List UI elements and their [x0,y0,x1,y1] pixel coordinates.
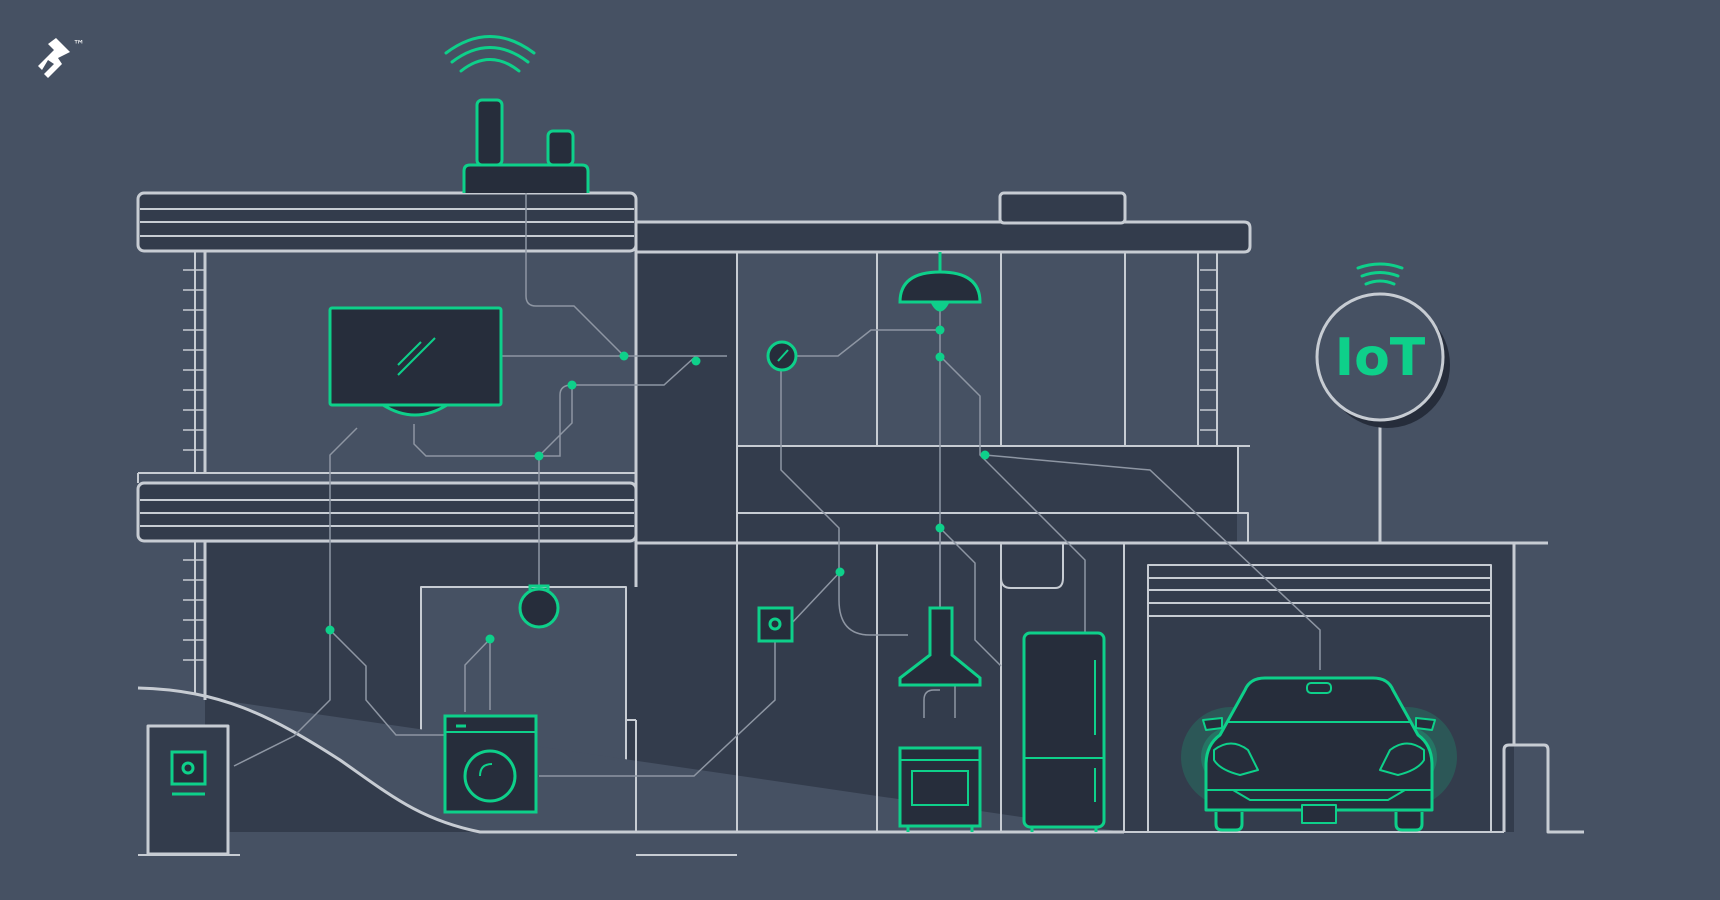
trademark-symbol: ™ [73,38,85,52]
smart-tv [328,306,503,417]
iot-badge: IoT [1315,262,1450,543]
thermostat-icon [766,340,798,372]
antenna-wifi-icon [444,35,536,73]
wifi-signal-icon [1356,262,1404,286]
wiring-junctions [325,325,990,644]
iot-badge-label: IoT [1335,328,1426,388]
toptal-logo-icon [38,38,70,78]
connected-car [1181,676,1457,832]
range-hood [898,606,982,687]
oven-stove [898,746,982,832]
ceiling-lamp-icon [898,252,982,312]
intercom-panel-icon [170,750,207,796]
washing-machine [443,714,538,814]
refrigerator [1022,631,1106,832]
wiring-network [233,193,1321,777]
rooftop-antenna [444,35,590,193]
wall-socket-icon [757,606,794,643]
light-bulb-icon [518,584,560,629]
